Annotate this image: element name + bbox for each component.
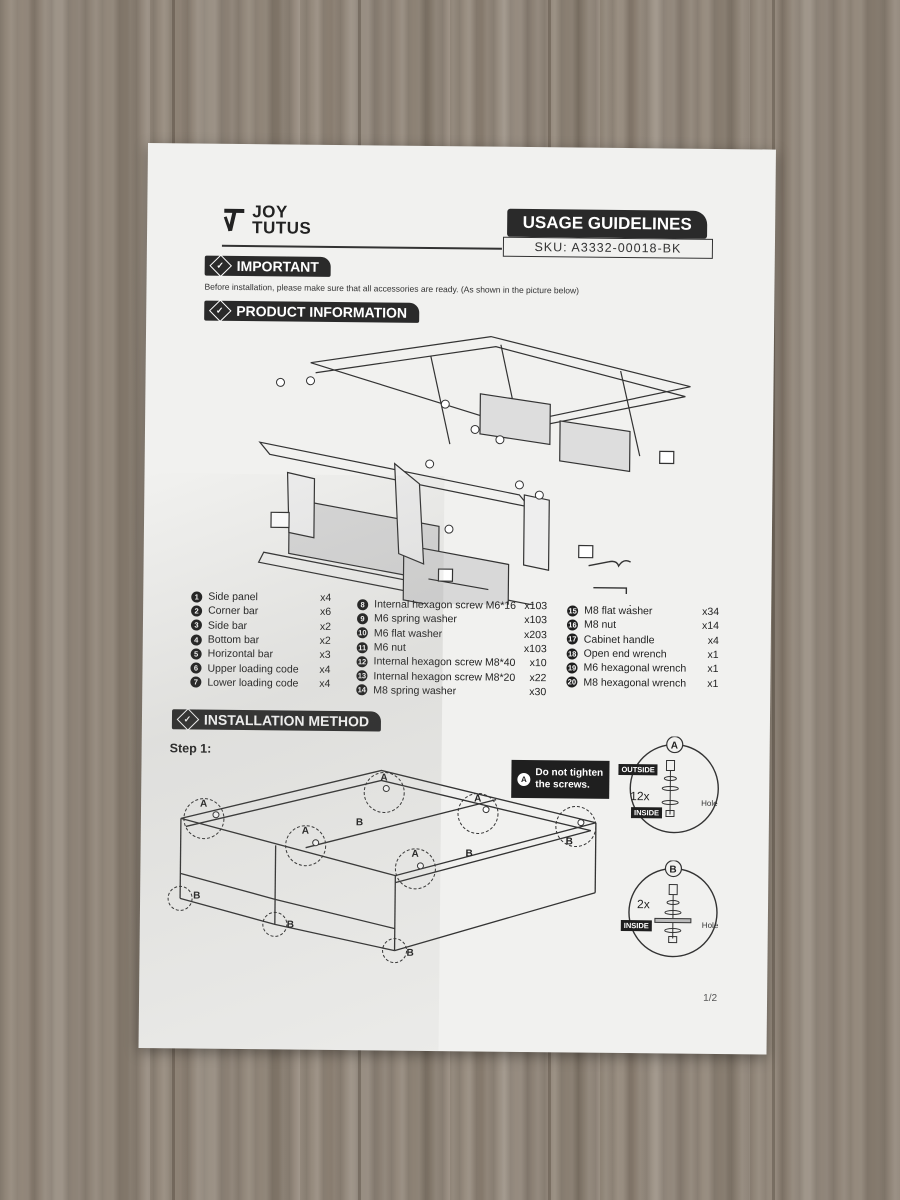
svg-text:A: A xyxy=(474,793,481,804)
detail-a-circle: A xyxy=(629,736,719,834)
detail-b-count: 2x xyxy=(636,897,650,912)
important-heading: ✓ IMPORTANT xyxy=(204,254,332,278)
important-note: Before installation, please make sure th… xyxy=(204,281,580,296)
detail-a-hole: Hole xyxy=(701,798,718,809)
page-title: USAGE GUIDELINES xyxy=(507,208,708,239)
svg-text:A: A xyxy=(200,799,207,810)
outside-label: OUTSIDE xyxy=(618,763,658,776)
inside-label: INSIDE xyxy=(630,807,663,819)
detail-b-inside-label: INSIDE xyxy=(620,919,652,932)
floor-seam xyxy=(772,0,775,1200)
brand-badge-icon: ✓ xyxy=(209,254,233,278)
detail-b-hole: Hole xyxy=(701,920,719,931)
page-number: 1/2 xyxy=(703,992,718,1005)
detail-b-circle: B xyxy=(628,860,718,958)
svg-text:B: B xyxy=(669,865,676,876)
logo-mark-icon xyxy=(222,207,246,233)
brand-badge-icon: ✓ xyxy=(176,708,200,731)
svg-text:B: B xyxy=(466,848,473,859)
exploded-rack-diagram xyxy=(257,335,691,607)
header-divider xyxy=(221,244,502,250)
brand-badge-icon: ✓ xyxy=(208,299,232,323)
svg-text:B: B xyxy=(406,948,413,959)
svg-text:B: B xyxy=(356,817,363,828)
svg-text:A: A xyxy=(302,826,309,837)
svg-text:A: A xyxy=(380,772,387,783)
detail-a-count: 12x xyxy=(630,789,650,804)
svg-text:A: A xyxy=(412,849,419,860)
svg-text:B: B xyxy=(287,919,294,930)
product-info-heading: ✓ PRODUCT INFORMATION xyxy=(204,299,420,323)
svg-text:B: B xyxy=(566,836,573,847)
installation-heading: ✓ INSTALLATION METHOD xyxy=(171,708,382,732)
instruction-sheet: JOY TUTUS USAGE GUIDELINES SKU: A3332-00… xyxy=(138,143,776,1055)
sku-label: SKU: A3332-00018-BK xyxy=(502,236,714,259)
brand-line2: TUTUS xyxy=(252,218,312,238)
svg-text:B: B xyxy=(193,891,200,902)
brand-logo: JOY TUTUS xyxy=(222,202,312,238)
svg-text:A: A xyxy=(671,741,678,752)
assembly-frame-diagram: A A A A A B B B B B B xyxy=(167,769,597,964)
